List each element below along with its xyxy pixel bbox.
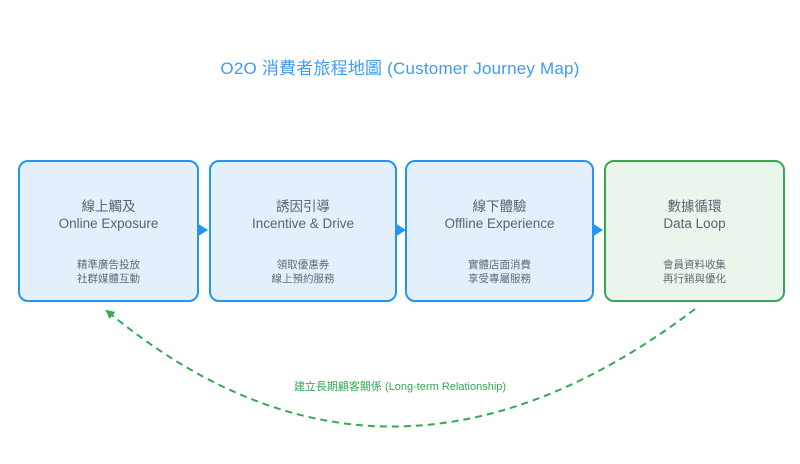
arrow-right-icon bbox=[395, 223, 406, 237]
stage-detail: 實體店面消費 享受專屬服務 bbox=[407, 258, 592, 286]
stage-title-zh: 數據循環 bbox=[667, 199, 722, 214]
stage-detail-line2: 社群媒體互動 bbox=[77, 273, 140, 285]
stage-title-en: Incentive & Drive bbox=[251, 216, 355, 231]
stage-detail: 領取優惠券 線上預約服務 bbox=[211, 258, 395, 286]
stage-detail: 精準廣告投放 社群媒體互動 bbox=[20, 258, 197, 286]
stage-card-data-loop: 數據循環 Data Loop 會員資料收集 再行銷與優化 bbox=[604, 160, 785, 302]
stage-title: 線下體驗 Offline Experience bbox=[407, 198, 592, 232]
stage-card-incentive-drive: 誘因引導 Incentive & Drive 領取優惠券 線上預約服務 bbox=[209, 160, 397, 302]
stage-detail-line1: 領取優惠券 bbox=[276, 259, 330, 271]
arrow-right-icon bbox=[197, 223, 208, 237]
stage-detail-line2: 享受專屬服務 bbox=[468, 273, 531, 285]
stage-card-online-exposure: 線上觸及 Online Exposure 精準廣告投放 社群媒體互動 bbox=[18, 160, 199, 302]
stage-card-offline-experience: 線下體驗 Offline Experience 實體店面消費 享受專屬服務 bbox=[405, 160, 594, 302]
arrow-right-icon bbox=[592, 223, 603, 237]
stage-title: 誘因引導 Incentive & Drive bbox=[211, 198, 395, 232]
stage-title-zh: 誘因引導 bbox=[276, 199, 330, 214]
stage-detail-line1: 會員資料收集 bbox=[663, 259, 726, 271]
stage-detail-line1: 實體店面消費 bbox=[468, 259, 531, 271]
stage-detail-line2: 再行銷與優化 bbox=[663, 273, 726, 285]
stage-title-en: Offline Experience bbox=[444, 216, 555, 231]
stage-detail: 會員資料收集 再行銷與優化 bbox=[606, 258, 783, 286]
stage-title-zh: 線下體驗 bbox=[472, 199, 527, 214]
diagram-title: O2O 消費者旅程地圖 (Customer Journey Map) bbox=[220, 59, 580, 78]
stage-detail-line1: 精準廣告投放 bbox=[77, 259, 140, 271]
stage-title: 數據循環 Data Loop bbox=[606, 198, 783, 232]
feedback-loop-label: 建立長期顧客關係 (Long-term Relationship) bbox=[293, 381, 507, 393]
stage-title-en: Online Exposure bbox=[58, 216, 159, 231]
stage-title-en: Data Loop bbox=[663, 216, 726, 231]
stage-title-zh: 線上觸及 bbox=[81, 199, 136, 214]
stage-title: 線上觸及 Online Exposure bbox=[20, 198, 197, 232]
stage-detail-line2: 線上預約服務 bbox=[271, 273, 335, 285]
